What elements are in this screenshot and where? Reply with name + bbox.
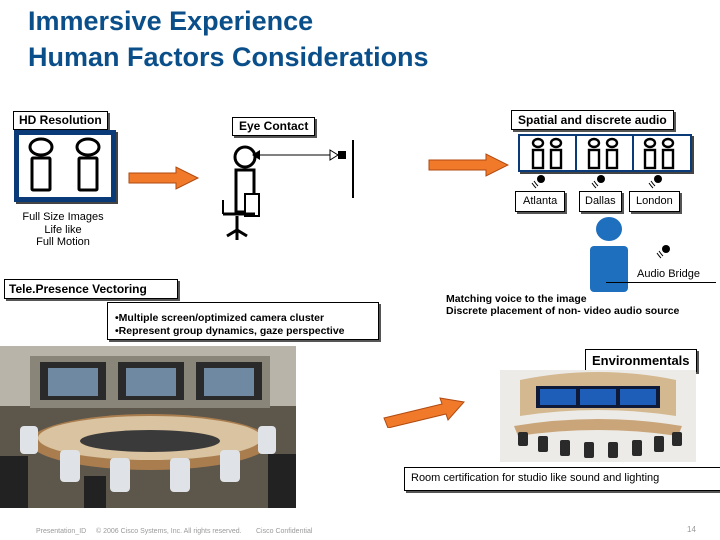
conference-room-photo	[0, 346, 296, 508]
audio-notes: Matching voice to the image Discrete pla…	[446, 293, 679, 317]
page-number: 14	[687, 525, 696, 534]
speaker-icon	[530, 174, 546, 190]
hd-caption: Full Size Images Life like Full Motion	[18, 211, 108, 249]
arrow-right-icon	[428, 153, 510, 177]
screen-divider	[352, 140, 354, 198]
vectoring-label: Tele.Presence Vectoring	[4, 279, 178, 299]
audio-note: Discrete placement of non- video audio s…	[446, 305, 680, 318]
arrow-right-icon	[128, 166, 200, 190]
seated-person-icon	[215, 144, 275, 244]
spatial-audio-label: Spatial and discrete audio	[511, 110, 674, 130]
audio-screen	[518, 134, 692, 172]
speaker-icon	[655, 244, 671, 260]
environmentals-label: Environmentals	[585, 349, 697, 372]
speaker-icon	[647, 174, 663, 190]
studio-render-image	[500, 370, 696, 462]
eye-contact-label: Eye Contact	[232, 117, 316, 136]
slide-title: Immersive Experience	[28, 6, 314, 36]
location-dallas: Dallas	[579, 191, 622, 212]
vectoring-bullet: •Multiple screen/optimized camera cluste…	[115, 312, 325, 324]
two-people-icon	[17, 133, 113, 199]
location-london: London	[629, 191, 680, 212]
footer-confidential: Cisco Confidential	[256, 528, 313, 535]
environmentals-caption: Room certification for studio like sound…	[404, 467, 720, 491]
hd-caption-line: Full Motion	[36, 236, 90, 249]
people-group-icon	[520, 136, 690, 170]
audio-bridge-label: Audio Bridge	[637, 268, 700, 280]
gaze-line	[250, 149, 350, 161]
audio-note: Matching voice to the image	[446, 293, 587, 305]
speaker-icon	[590, 174, 606, 190]
arrow-right-icon	[382, 396, 466, 428]
hd-caption-line: Life like	[44, 223, 82, 236]
hd-screen	[14, 130, 116, 202]
location-atlanta: Atlanta	[515, 191, 566, 212]
vectoring-bullets: •Multiple screen/optimized camera cluste…	[107, 302, 379, 340]
hd-resolution-label: HD Resolution	[13, 111, 108, 130]
slide-subtitle: Human Factors Considerations	[28, 42, 429, 72]
bridge-person-icon	[586, 216, 632, 292]
hd-caption-line: Full Size Images	[22, 211, 104, 223]
footer-presentation-id: Presentation_ID	[36, 528, 87, 535]
vectoring-bullet: •Represent group dynamics, gaze perspect…	[115, 325, 345, 337]
bridge-divider	[606, 282, 716, 283]
footer-copyright: © 2006 Cisco Systems, Inc. All rights re…	[96, 528, 242, 535]
